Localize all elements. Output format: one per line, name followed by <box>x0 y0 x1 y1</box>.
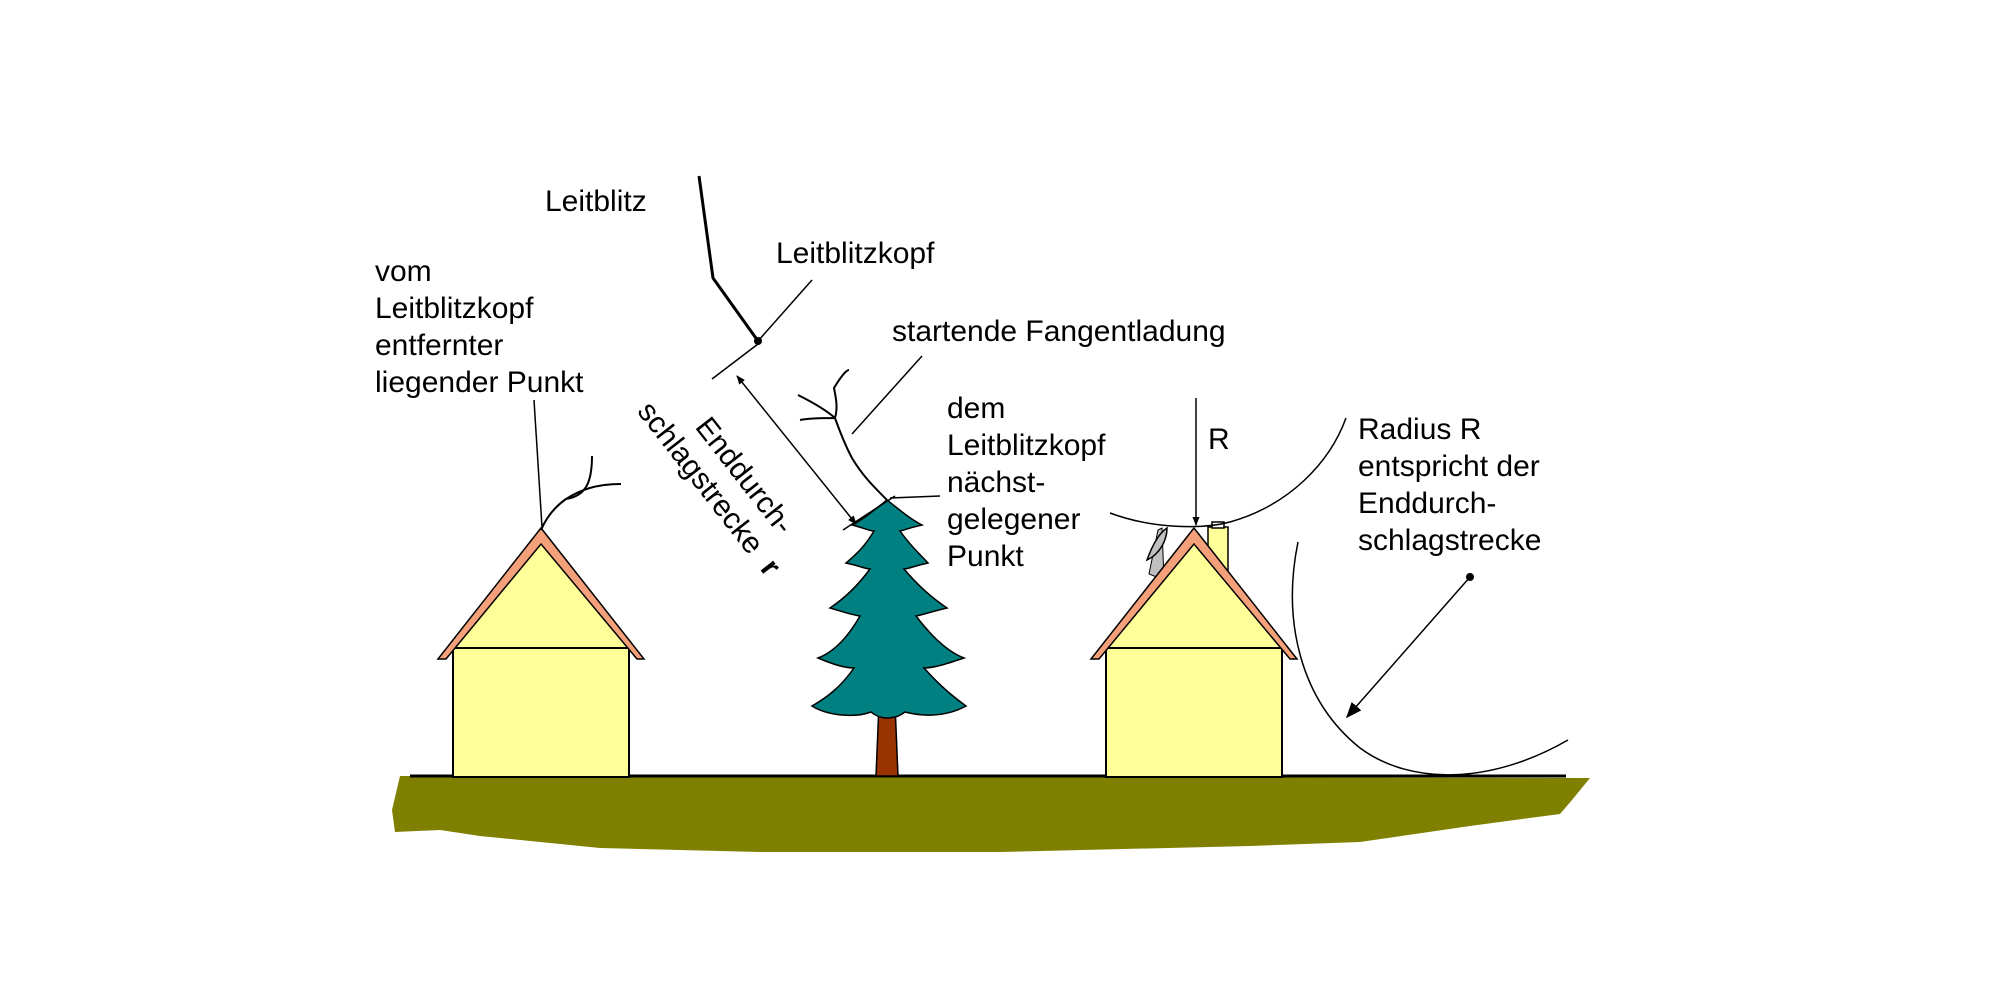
right-house-wall <box>1105 647 1283 778</box>
left-house-streamer <box>540 455 622 531</box>
startende-label: startende Fangentladung <box>892 315 1226 348</box>
radius-arrow <box>1345 576 1471 719</box>
leader-tick <box>711 343 759 380</box>
radius-note-line: schlagstrecke <box>1358 524 1541 557</box>
radius-note-line: Enddurch- <box>1358 487 1496 520</box>
strike-distance-label: Enddurch- schlagstrecke r <box>631 395 800 583</box>
right-house-roof <box>1089 526 1299 660</box>
startende-pointer <box>851 355 923 435</box>
nearest-point-line: Leitblitzkopf <box>947 429 1106 462</box>
nearest-point-pointer <box>889 495 941 499</box>
tree-streamer <box>797 369 888 501</box>
rolling-sphere-arc-lower <box>1291 541 1569 776</box>
antenna-dish <box>1145 526 1168 562</box>
ground <box>392 776 1590 852</box>
nearest-point-line: gelegener <box>947 503 1080 536</box>
R-label: R <box>1208 423 1230 456</box>
far-point-pointer <box>533 399 543 528</box>
far-point-line: liegender Punkt <box>375 366 584 399</box>
left-house-gable <box>450 538 632 649</box>
tree <box>797 369 968 777</box>
far-point-line: entfernter <box>375 329 503 362</box>
strike-distance-arrow <box>736 375 857 525</box>
radius-note-line: entspricht der <box>1358 450 1540 483</box>
left-house-wall <box>452 647 630 778</box>
nearest-point-line: nächst- <box>947 466 1045 499</box>
far-point-line: vom <box>375 255 432 288</box>
far-point-label: vom Leitblitzkopf entfernter liegender P… <box>375 255 584 399</box>
nearest-point-label: dem Leitblitzkopf nächst- gelegener Punk… <box>947 392 1114 573</box>
right-house-gable <box>1103 538 1285 649</box>
rolling-sphere-arc-upper <box>1109 417 1347 528</box>
radius-note-line: Radius R <box>1358 413 1481 446</box>
right-house <box>1089 521 1299 778</box>
leitblitzkopf-label: Leitblitzkopf <box>776 237 935 270</box>
nearest-point-line: Punkt <box>947 540 1024 573</box>
leitblitz-label: Leitblitz <box>545 185 647 218</box>
strike-distance-symbol: r <box>754 553 787 583</box>
left-house <box>436 455 646 778</box>
leitblitzkopf-pointer <box>757 279 813 342</box>
downward-leader <box>697 175 760 342</box>
radius-note: Radius R entspricht der Enddurch- schlag… <box>1358 413 1548 557</box>
nearest-point-line: dem <box>947 392 1005 425</box>
far-point-line: Leitblitzkopf <box>375 292 534 325</box>
tree-crown <box>810 499 968 719</box>
